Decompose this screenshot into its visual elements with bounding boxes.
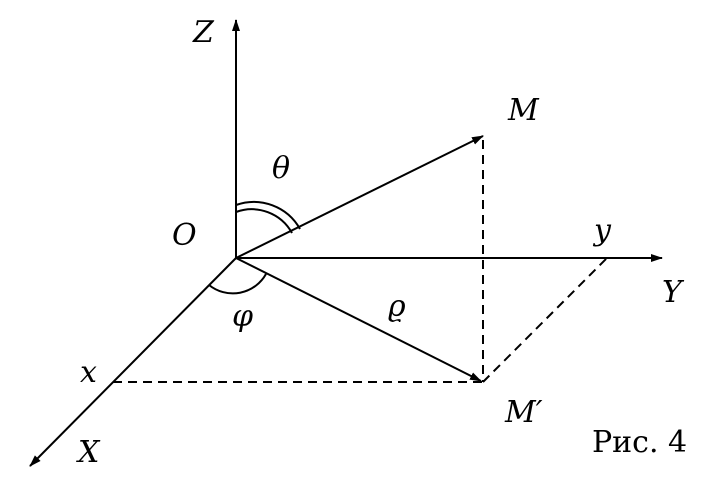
theta-arc-outer [235,200,301,230]
label-y-proj: y [592,213,612,248]
figure-caption: Рис. 4 [592,425,687,460]
dashed-m-prime-to-y [482,257,608,383]
x-axis [29,257,237,467]
vector-om-prime [235,257,482,382]
label-x-proj: x [80,355,97,390]
label-rho: ϱ [388,289,406,324]
label-phi: φ [232,299,253,334]
label-y-axis: Y [662,275,685,310]
theta-arc-inner [235,208,293,234]
phi-arc [208,273,267,295]
label-theta: θ [272,151,290,186]
label-m: M [507,93,540,128]
vector-om [235,135,484,259]
label-o: O [172,218,197,253]
label-z: Z [192,15,215,50]
label-x-axis: X [76,435,101,470]
label-m-prime: M′ [504,395,543,430]
